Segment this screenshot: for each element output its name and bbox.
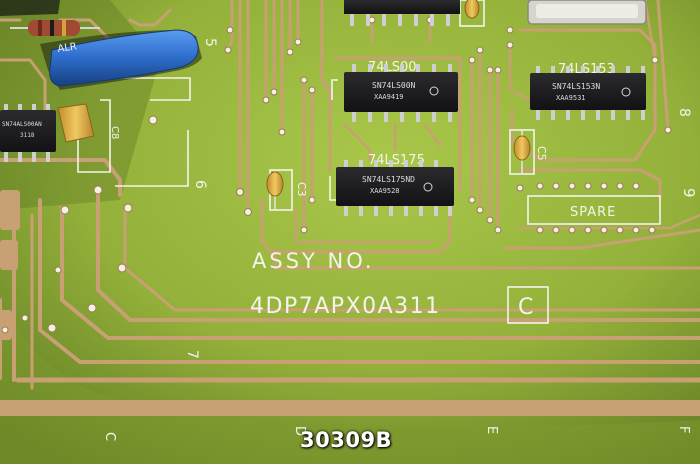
chip-74ls00-code: XAA9419: [374, 93, 404, 101]
photo-caption: 30309B: [300, 428, 393, 452]
assy-number: 4DP7APX0A311: [250, 294, 441, 319]
revision-letter: C: [518, 295, 533, 320]
ic-74ls153: SN74LS153N XAA9531: [530, 66, 646, 120]
label-74ls175: 74LS175: [368, 153, 425, 168]
label-c8: C8: [109, 126, 120, 139]
capacitor-c8: [57, 103, 95, 143]
crystal-oscillator: [527, 0, 647, 25]
edge-mark-f: F: [676, 426, 691, 433]
label-c5: C5: [535, 146, 548, 161]
assy-label: ASSY NO.: [252, 249, 375, 273]
ic-left: SN74ALS00AN 3118: [0, 104, 56, 162]
label-74ls00: 74LS00: [368, 60, 417, 75]
mark-9: 9: [680, 188, 698, 198]
blue-sleeve: ALR: [40, 29, 202, 90]
chip-74ls00-part: SN74LS00N: [372, 81, 416, 90]
spare-box: [527, 195, 661, 225]
resistor: [10, 20, 100, 36]
spare-label: SPARE: [570, 205, 616, 220]
revision-box: [507, 286, 549, 324]
mark-8: 8: [676, 108, 692, 117]
chip-left-part: SN74ALS00AN: [2, 121, 42, 128]
edge-mark-d: D: [292, 426, 307, 436]
motorola-logo-icon: [429, 86, 439, 96]
chip-74ls175-part: SN74LS175ND: [362, 175, 415, 184]
motorola-logo-icon: [423, 182, 433, 192]
chip-74ls153-part: SN74LS153N: [552, 82, 600, 91]
chip-left-code: 3118: [20, 132, 35, 139]
capacitor-c3: [266, 170, 284, 210]
label-c3: C3: [295, 182, 308, 197]
edge-mark-e: E: [484, 426, 499, 434]
ic-74ls175: SN74LS175ND XAA9528: [336, 160, 454, 216]
motorola-logo-icon: [621, 87, 631, 97]
edge-mark-c: C: [102, 432, 117, 441]
ic-top-partial: [344, 0, 460, 26]
chip-74ls153-code: XAA9531: [556, 94, 586, 102]
mark-6: 6: [192, 180, 208, 189]
mark-5: 5: [202, 38, 218, 47]
capacitor-c5: [513, 130, 531, 174]
capacitor-top: [464, 0, 480, 19]
ic-74ls00: SN74LS00N XAA9419: [344, 64, 458, 122]
sleeve-label: ALR: [57, 41, 78, 55]
mark-7: 7: [184, 350, 200, 359]
chip-74ls175-code: XAA9528: [370, 187, 400, 195]
